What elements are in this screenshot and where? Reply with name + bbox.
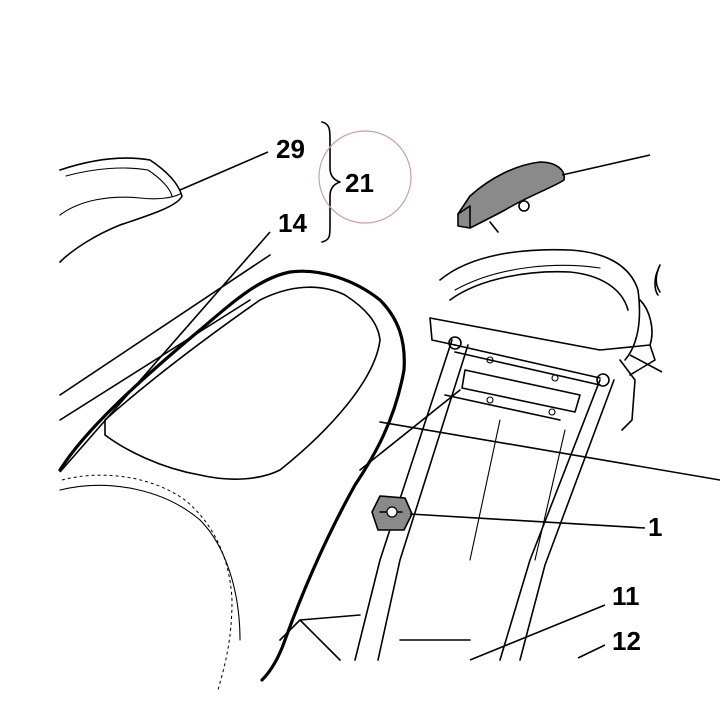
callout-21: 21 [345, 168, 374, 198]
leader-11 [469, 604, 606, 661]
leader-29 [179, 151, 269, 191]
rear-frame-part [279, 248, 659, 661]
callout-14: 14 [278, 208, 307, 238]
group-brace [321, 121, 341, 243]
leader-12 [577, 644, 606, 659]
leader-right-mid [629, 354, 663, 373]
seat-part [58, 269, 406, 691]
callout-11: 11 [612, 581, 640, 611]
leader-1 [409, 513, 646, 529]
callout-29: 29 [276, 134, 305, 164]
leader-top-right [561, 154, 651, 176]
callout-12: 12 [612, 626, 641, 656]
seat-cowl-part [59, 157, 183, 263]
leader-14 [59, 231, 271, 473]
frame-lines [59, 254, 720, 481]
grab-handle-part [457, 161, 565, 233]
leader-lines [59, 151, 663, 661]
right-clip-edge [655, 264, 661, 293]
callout-1: 1 [648, 512, 662, 542]
clip-nut-part [371, 495, 413, 531]
highlight-circle [318, 130, 412, 224]
